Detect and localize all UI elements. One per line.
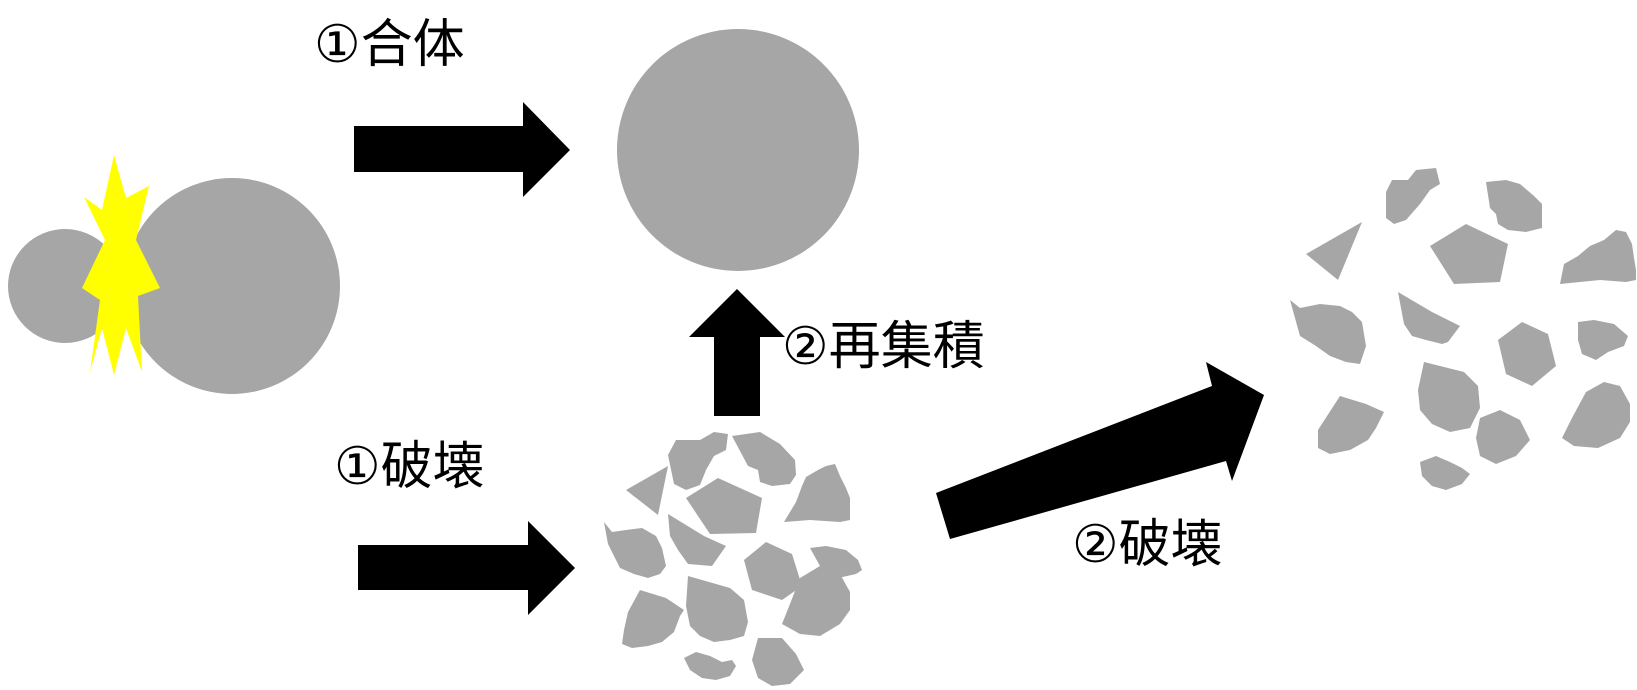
merge-label: ①合体 bbox=[314, 15, 465, 75]
fragment bbox=[1486, 180, 1542, 232]
fragment bbox=[668, 432, 728, 490]
fragment bbox=[686, 478, 762, 534]
destroy-1-arrow-icon bbox=[358, 521, 575, 615]
fragment bbox=[784, 464, 850, 522]
fragment bbox=[752, 638, 804, 686]
fragment bbox=[1562, 382, 1630, 448]
destroy-1-label: ①破壊 bbox=[334, 437, 485, 497]
fragment bbox=[744, 542, 802, 600]
fragment bbox=[732, 432, 796, 486]
fragment bbox=[1318, 396, 1384, 454]
fragment bbox=[1476, 410, 1530, 464]
large-body bbox=[124, 178, 340, 394]
fragment bbox=[668, 514, 726, 566]
fragment bbox=[622, 590, 684, 648]
fragment bbox=[1560, 230, 1636, 284]
fragment bbox=[1386, 168, 1440, 224]
merged-body bbox=[617, 29, 859, 271]
reaccumulate-arrow-icon bbox=[689, 289, 785, 416]
fragment bbox=[1578, 320, 1628, 360]
destroy-2-arrow-icon bbox=[936, 362, 1264, 539]
fragment bbox=[1418, 362, 1480, 432]
fragment bbox=[1398, 292, 1460, 344]
impact-flash-icon bbox=[82, 155, 160, 375]
fragment-cluster bbox=[604, 432, 862, 686]
fragment bbox=[1430, 224, 1508, 284]
fragment bbox=[1498, 322, 1556, 386]
fragment bbox=[604, 522, 666, 578]
destroy-2-label: ②破壊 bbox=[1072, 515, 1223, 575]
fragment bbox=[1420, 456, 1470, 490]
merge-arrow-icon bbox=[354, 102, 570, 197]
fragment bbox=[1306, 222, 1362, 280]
fragment bbox=[626, 466, 668, 515]
fragment bbox=[782, 566, 850, 636]
scattered-fragments bbox=[1290, 168, 1636, 490]
fragment bbox=[1290, 300, 1366, 364]
fragment bbox=[684, 652, 736, 680]
reaccumulate-label: ②再集積 bbox=[782, 317, 985, 377]
colliding-bodies bbox=[8, 155, 340, 394]
small-body bbox=[8, 229, 122, 343]
fragment bbox=[686, 576, 748, 642]
